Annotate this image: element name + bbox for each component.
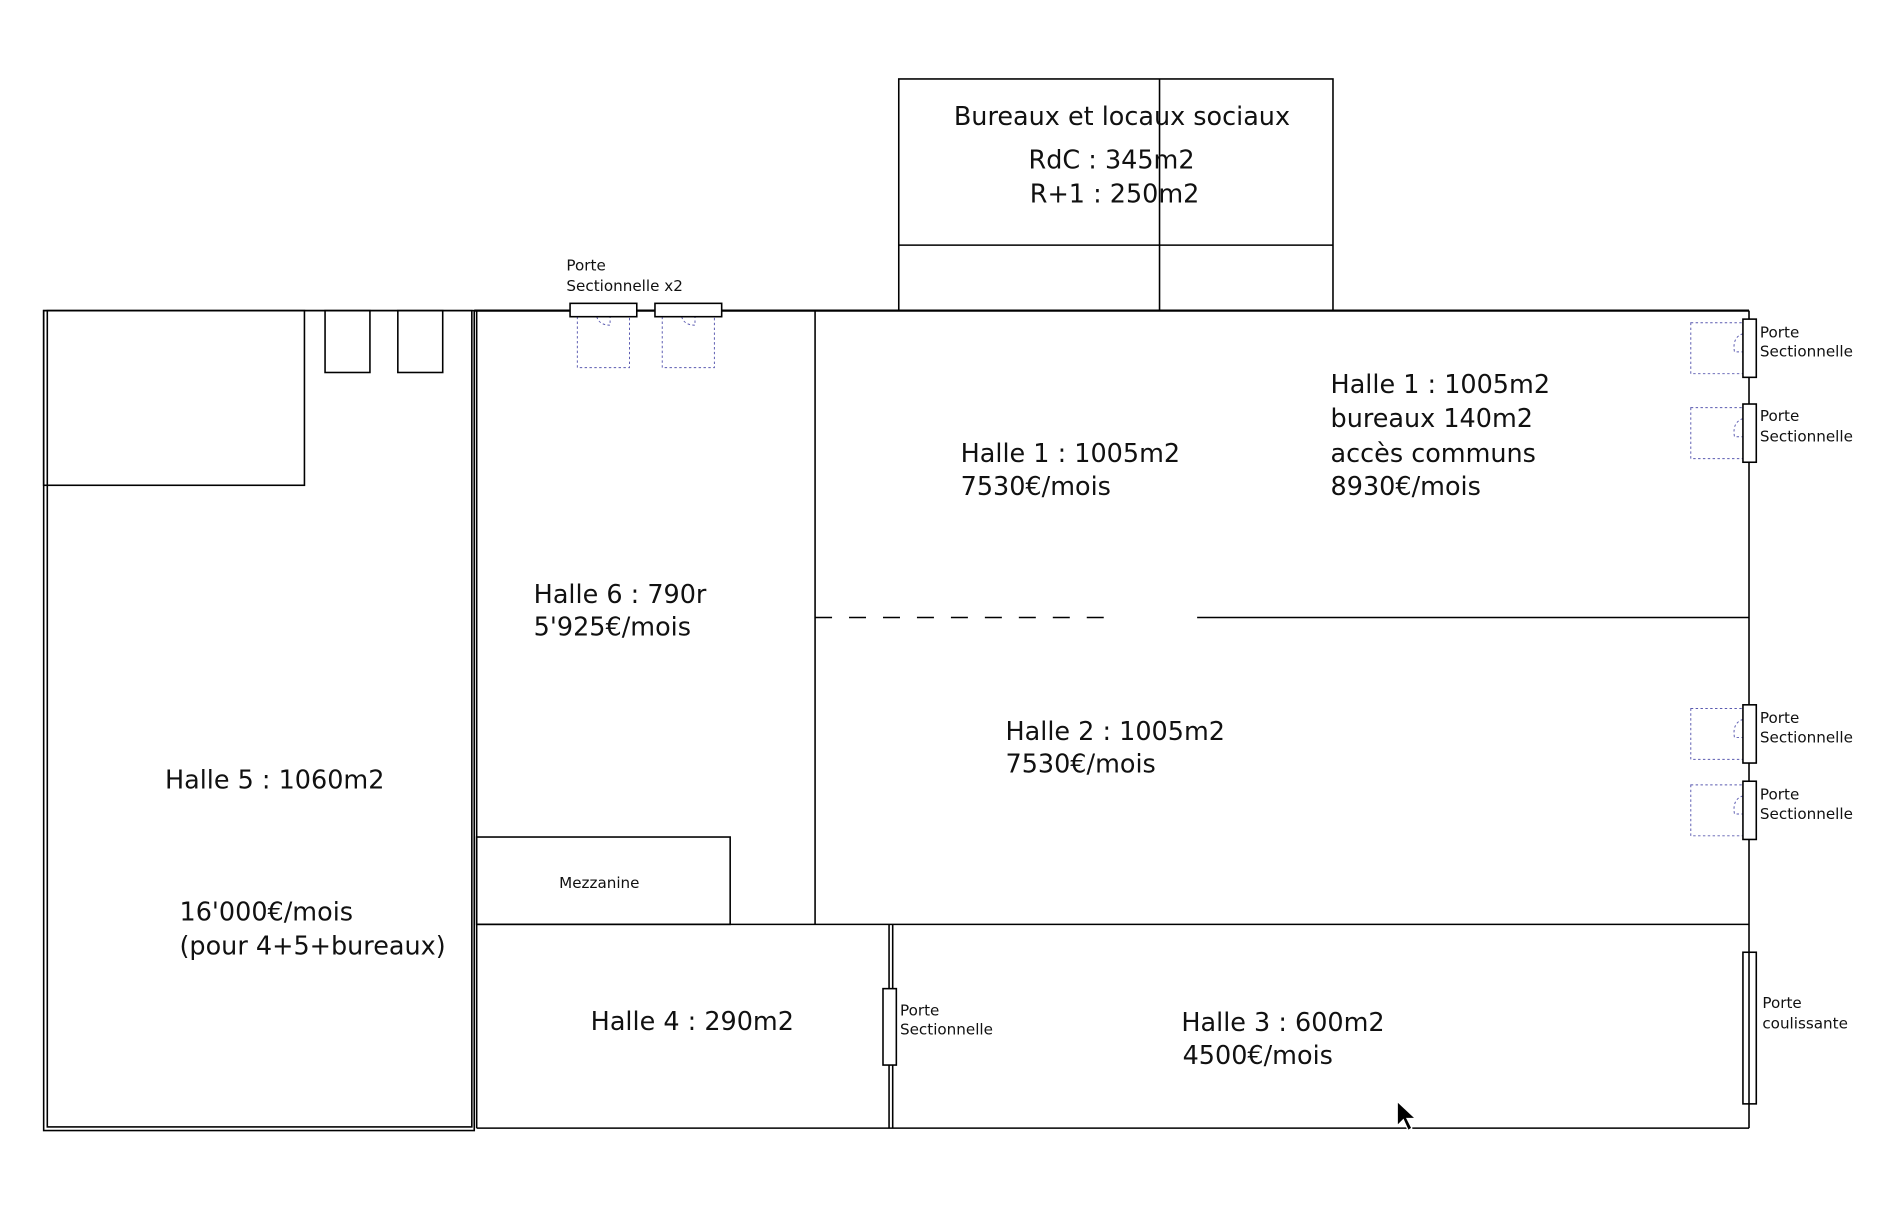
halle5-area: Halle 5 : 1060m2 xyxy=(165,766,384,796)
middle-sectional-door: Porte Sectionnelle xyxy=(882,987,993,1066)
door-label: Sectionnelle xyxy=(1760,728,1853,746)
halle3-price: 4500€/mois xyxy=(1183,1041,1333,1071)
halle6-area: Halle 6 : 790r xyxy=(534,580,707,610)
halle1-right-price: 8930€/mois xyxy=(1331,472,1481,502)
right-sectional-door-1: Porte Sectionnelle xyxy=(1690,318,1853,379)
halle5-room: Halle 5 : 1060m2 16'000€/mois (pour 4+5+… xyxy=(42,309,476,1132)
door-label: Sectionnelle xyxy=(1760,343,1853,361)
sliding-door: Porte coulissante xyxy=(1742,951,1848,1105)
door-label: Porte xyxy=(1760,785,1799,803)
halle4-area: Halle 4 : 290m2 xyxy=(591,1007,794,1037)
halle3-area: Halle 3 : 600m2 xyxy=(1181,1008,1384,1038)
offices-block: Bureaux et locaux sociaux RdC : 345m2 R+… xyxy=(897,78,1334,312)
halle5-price: 16'000€/mois xyxy=(180,898,354,928)
mouse-cursor-icon xyxy=(1396,1100,1417,1132)
halle1-right-access: accès communs xyxy=(1331,439,1536,469)
halle2-price: 7530€/mois xyxy=(1005,750,1155,780)
halle1-right-area: Halle 1 : 1005m2 xyxy=(1331,370,1550,400)
mezzanine-label: Mezzanine xyxy=(559,874,639,892)
door-label: Sectionnelle xyxy=(1760,428,1853,446)
door-label: Porte xyxy=(1760,407,1799,425)
door-label: Porte xyxy=(1762,994,1801,1012)
halle1-right-offices: bureaux 140m2 xyxy=(1331,404,1533,434)
door-label: Porte xyxy=(900,1001,939,1019)
door-label: Sectionnelle xyxy=(1760,805,1853,823)
top-door-label-2: Sectionnelle x2 xyxy=(566,277,682,295)
door-label: coulissante xyxy=(1762,1015,1848,1033)
door-label: Porte xyxy=(1760,323,1799,341)
right-sectional-door-3: Porte Sectionnelle xyxy=(1690,704,1853,764)
halle1-left-area: Halle 1 : 1005m2 xyxy=(961,439,1180,469)
halle1-left-price: 7530€/mois xyxy=(961,472,1111,502)
right-sectional-door-2: Porte Sectionnelle xyxy=(1690,403,1853,464)
door-label: Sectionnelle xyxy=(900,1021,993,1039)
halle2-area: Halle 2 : 1005m2 xyxy=(1005,717,1224,747)
offices-ground-floor: RdC : 345m2 xyxy=(1029,146,1195,176)
top-sectional-doors: Porte Sectionnelle x2 xyxy=(566,257,723,369)
offices-first-floor: R+1 : 250m2 xyxy=(1030,180,1200,210)
offices-title: Bureaux et locaux sociaux xyxy=(954,102,1290,132)
door-label: Porte xyxy=(1760,709,1799,727)
halle5-note: (pour 4+5+bureaux) xyxy=(180,932,446,962)
halle6-price: 5'925€/mois xyxy=(534,613,691,643)
top-door-label-1: Porte xyxy=(566,257,605,275)
right-sectional-door-4: Porte Sectionnelle xyxy=(1690,780,1853,841)
